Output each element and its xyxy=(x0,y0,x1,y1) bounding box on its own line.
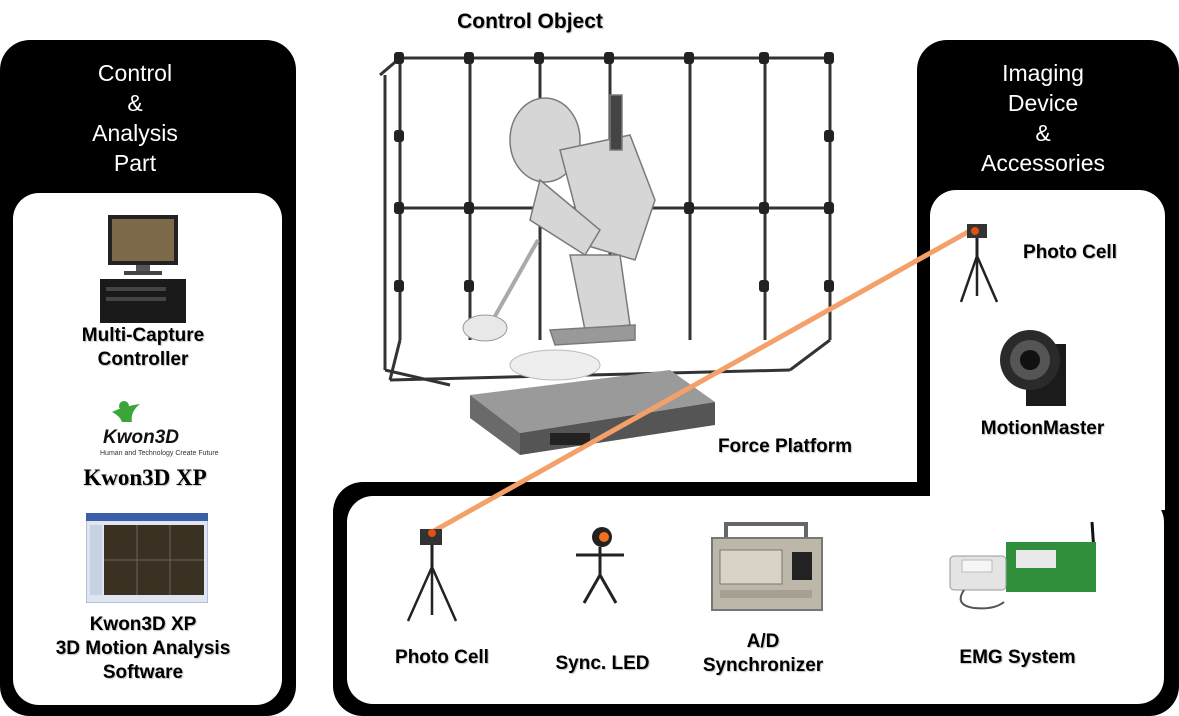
humanoid-robot xyxy=(509,94,656,346)
photo-cell-tripod-icon xyxy=(406,529,458,622)
kwon3d-logo-text: Kwon3D xyxy=(103,427,179,448)
content-join xyxy=(930,470,1165,510)
motionmaster-label: MotionMaster xyxy=(980,418,1105,439)
kwon3d-person-logo-icon xyxy=(112,401,140,422)
ad-synchronizer-icon xyxy=(711,522,823,611)
multi-capture-controller-label: Multi-Capture Controller xyxy=(81,325,205,370)
software-label: Kwon3D XP 3D Motion Analysis Software xyxy=(55,614,231,683)
sync-led-icon xyxy=(576,527,624,604)
control-analysis-title: Control & Analysis Part xyxy=(92,60,178,176)
ad-synchronizer-label: A/D Synchronizer xyxy=(702,631,824,676)
sync-led-label: Sync. LED xyxy=(555,653,650,674)
computer-icon xyxy=(100,215,186,323)
control-analysis-content xyxy=(13,193,282,705)
emg-system-label: EMG System xyxy=(959,647,1076,668)
control-object-title: Control Object xyxy=(457,10,603,33)
photo-cell-label-right: Photo Cell xyxy=(1023,242,1117,263)
motionmaster-camera-icon xyxy=(1000,330,1066,406)
photo-cell-tripod-icon xyxy=(959,224,999,303)
golf-club xyxy=(488,239,540,326)
floor-target xyxy=(509,349,601,381)
imaging-device-title: Imaging Device & Accessories xyxy=(981,60,1105,176)
golf-ball xyxy=(462,314,508,342)
software-screenshot-icon xyxy=(86,513,208,603)
force-platform-label: Force Platform xyxy=(717,436,853,457)
photo-cell-label-bottom: Photo Cell xyxy=(395,647,489,668)
control-object-illustration xyxy=(379,52,834,455)
emg-system-icon xyxy=(949,521,1096,610)
kwon3d-tagline: Human and Technology Create Future xyxy=(100,450,219,457)
kwon3d-xp-label: Kwon3D XP xyxy=(83,465,207,490)
